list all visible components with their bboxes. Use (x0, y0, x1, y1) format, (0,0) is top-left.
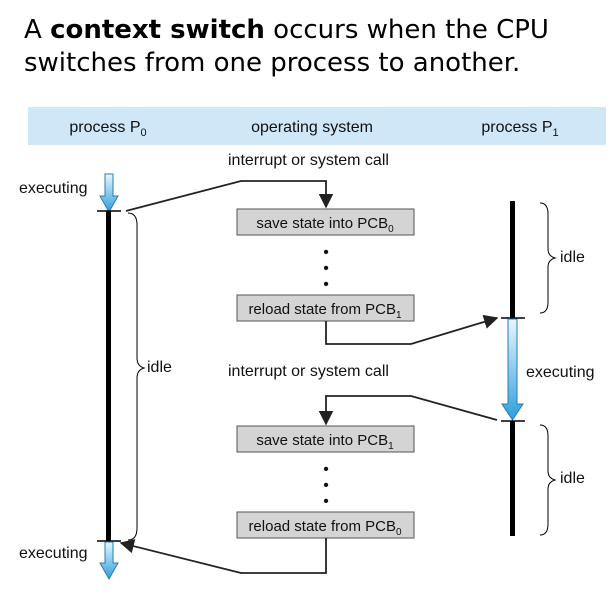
heading-line-1: A context switch occurs when the CPU (24, 14, 604, 47)
header-operating-system: operating system (251, 119, 373, 136)
p1-idle-brace-top (539, 202, 557, 314)
dot-2a: • (323, 461, 329, 478)
box-reload-state-pcb0 (236, 511, 415, 539)
label-idle-p1-bottom: idle (560, 470, 585, 487)
slide-heading: A context switch occurs when the CPU swi… (24, 14, 604, 80)
p1-executing-arrow (501, 318, 524, 421)
heading-prefix: A (24, 15, 51, 45)
box-save-state-pcb1 (236, 425, 415, 453)
label-executing-p0-bottom: executing (19, 545, 88, 562)
heading-line1-rest: occurs when the CPU (264, 15, 549, 45)
arrow-p0-to-os-top (125, 180, 334, 212)
arrow-os-to-p0-bottom (119, 538, 327, 574)
label-interrupt-mid: interrupt or system call (228, 363, 389, 380)
heading-term: context switch (50, 15, 265, 45)
box-save-state-pcb0-label: save state into PCB0 (256, 215, 394, 235)
header-process-p0: process P0 (69, 119, 146, 139)
arrow-p1-to-os-mid (318, 395, 498, 426)
dot-2b: • (323, 477, 329, 494)
box-reload-state-pcb1-label: reload state from PCB1 (248, 301, 402, 321)
label-idle-p0: idle (147, 359, 172, 376)
p0-executing-arrow-top (99, 173, 119, 214)
label-executing-p1: executing (526, 364, 595, 381)
dot-1c: • (323, 276, 329, 293)
dot-1b: • (323, 260, 329, 277)
label-executing-p0-top: executing (19, 180, 88, 197)
arrow-os-to-p1 (325, 314, 499, 345)
p0-executing-arrow-bottom (99, 541, 119, 581)
heading-line-2: switches from one process to another. (24, 48, 521, 78)
dot-2c: • (323, 493, 329, 510)
p1-timeline-top (510, 201, 515, 318)
label-idle-p1-top: idle (560, 249, 585, 266)
p0-timeline (106, 211, 111, 541)
box-save-state-pcb0 (236, 208, 415, 236)
p1-timeline-bottom (510, 421, 515, 536)
p1-idle-brace-bottom (539, 424, 557, 536)
dot-1a: • (323, 244, 329, 261)
box-save-state-pcb1-label: save state into PCB1 (256, 432, 394, 452)
p0-idle-brace (127, 212, 146, 541)
header-process-p1: process P1 (481, 119, 558, 139)
header-band (28, 107, 606, 145)
box-reload-state-pcb0-label: reload state from PCB0 (248, 518, 402, 538)
label-interrupt-top: interrupt or system call (228, 152, 389, 169)
